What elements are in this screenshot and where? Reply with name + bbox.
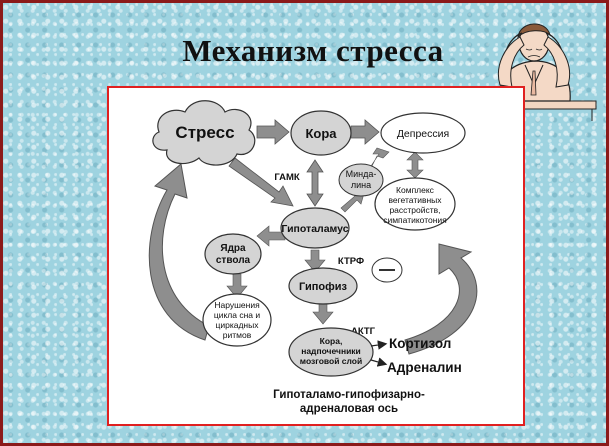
- caption-axis-line2: адреналовая ось: [300, 403, 398, 415]
- diagram-panel: Стресс Кора Депрессия ГАМК Минда- лина К…: [107, 86, 525, 426]
- cortex-node: [290, 110, 352, 156]
- node-sleep-line1: Нарушения: [214, 300, 260, 310]
- label-acth: АКТГ: [351, 326, 376, 337]
- node-cortex: Кора: [305, 126, 337, 141]
- feedback-arrow-right: [404, 243, 478, 355]
- arrow-adrenal-adrenaline: [370, 357, 388, 367]
- node-amygdala-line1: Минда-: [346, 169, 377, 179]
- node-adrenal-line1: Кора,: [320, 336, 343, 346]
- adrenal-node: [288, 327, 374, 377]
- node-complex-line1: Комплекс: [396, 185, 435, 195]
- arrow-hypothalamus-brainstem: [256, 225, 286, 247]
- node-stress: Стресс: [175, 123, 234, 142]
- sleep-node: [202, 293, 272, 347]
- stress-mechanism-diagram: Стресс Кора Депрессия ГАМК Минда- лина К…: [148, 100, 478, 415]
- node-sleep-line3: циркадных: [216, 320, 260, 330]
- node-adrenal-line3: мозговой слой: [300, 356, 362, 366]
- hypothalamus-node: [280, 207, 350, 249]
- node-pituitary: Гипофиз: [299, 281, 347, 293]
- pituitary-node: [288, 267, 358, 305]
- arrow-amygdala-depression: [370, 147, 390, 169]
- node-amygdala-line2: лина: [351, 180, 371, 190]
- label-gaba: ГАМК: [274, 172, 300, 183]
- stressed-person-illustration: [473, 23, 597, 121]
- brainstem-node: [204, 233, 262, 275]
- label-crf: КТРФ: [338, 256, 364, 267]
- label-adrenaline: Адреналин: [387, 360, 462, 375]
- amygdala-node: [338, 163, 384, 197]
- node-complex-line3: расстройств,: [389, 205, 440, 215]
- arrow-brainstem-sleep: [226, 273, 248, 299]
- node-brainstem-line2: ствола: [216, 255, 251, 266]
- feedback-arrow-left: [148, 163, 210, 341]
- arrow-stress-hypothalamus: [228, 157, 294, 207]
- arrow-cortex-depression: [350, 119, 380, 145]
- slide-title: Механизм стресса: [182, 33, 444, 68]
- arrow-adrenal-cortisol: [370, 340, 388, 350]
- stress-cloud: [152, 100, 256, 166]
- node-complex-line4: симпатикотония: [383, 215, 447, 225]
- node-sleep-line4: ритмов: [223, 330, 252, 340]
- arrow-cortex-hypothalamus: [306, 159, 324, 207]
- depression-node: [380, 112, 466, 154]
- complex-node: [374, 177, 456, 231]
- arrow-depression-complex: [406, 151, 424, 179]
- node-adrenal-line2: надпочечники: [301, 346, 361, 356]
- arrow-stress-cortex: [256, 119, 290, 145]
- arrow-hypothalamus-pituitary: [304, 249, 326, 273]
- node-complex-line2: вегетативных: [388, 195, 442, 205]
- node-sleep-line2: цикла сна и: [214, 310, 261, 320]
- node-brainstem-line1: Ядра: [220, 243, 246, 254]
- label-cortisol: Кортизол: [389, 336, 451, 351]
- node-depression: Депрессия: [397, 128, 449, 140]
- caption-axis-line1: Гипоталамо-гипофизарно-: [273, 389, 425, 401]
- node-hypothalamus: Гипоталамус: [281, 223, 348, 235]
